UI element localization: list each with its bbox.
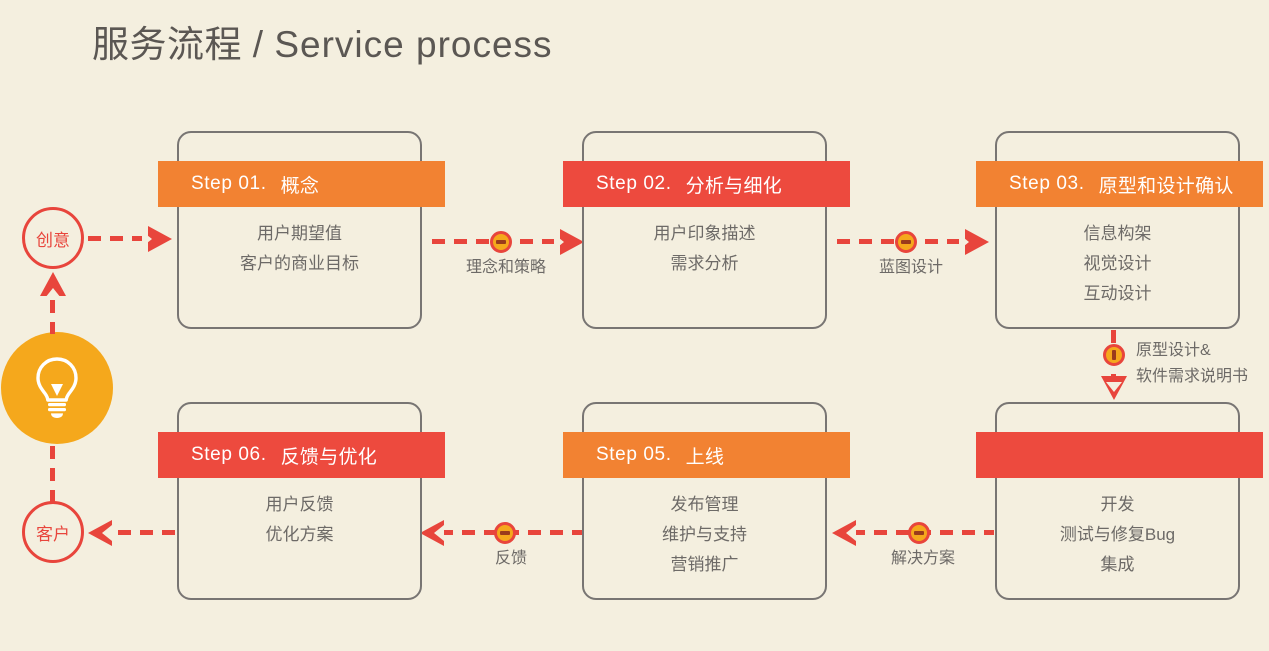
step-body-step-03: 信息构架 视觉设计 互动设计	[997, 219, 1238, 309]
step-body-line: 用户期望值	[257, 224, 342, 243]
step-body-line: 开发	[1100, 495, 1135, 514]
connector-idea-to-step01-line	[88, 236, 150, 241]
connector-step01-to-step02-arrow-notch	[554, 234, 564, 250]
step-name-step-05: 上线	[685, 446, 725, 468]
connector-client-to-bulb-line	[50, 446, 55, 502]
connector-bulb-to-idea-line	[50, 300, 55, 334]
connector-step02-to-step03-label: 蓝图设计	[878, 259, 943, 276]
node-dash-icon	[914, 531, 924, 535]
step-name-step-03: 原型和设计确认	[1098, 175, 1234, 197]
connector-step03-to-step04-label-line1: 原型设计&	[1136, 342, 1211, 359]
endpoint-idea-label: 创意	[36, 230, 70, 250]
step-body-step-04: 开发 测试与修复Bug 集成	[997, 490, 1238, 580]
step-header-step-02: Step 02. 分析与细化	[563, 161, 850, 207]
connector-idea-to-step01-arrowhead	[148, 226, 172, 252]
connector-step01-to-step02-label: 理念和策略	[465, 259, 546, 276]
connector-step03-to-step04-label: 原型设计& 软件需求说明书	[1136, 338, 1248, 390]
connector-step03-to-step04-label-line2: 软件需求说明书	[1136, 368, 1249, 385]
connector-step04-to-step05-label: 解决方案	[890, 550, 955, 567]
lightbulb-badge	[1, 332, 113, 444]
connector-step05-to-step06-label: 反馈	[494, 550, 527, 567]
step-body-step-05: 发布管理 维护与支持 营销推广	[584, 490, 825, 580]
step-body-line: 用户印象描述	[653, 224, 756, 243]
step-number-step-06: Step 06.	[191, 444, 267, 465]
connector-step06-to-client-line	[96, 530, 176, 535]
page-title-cn: 服务流程	[92, 24, 242, 65]
endpoint-idea[interactable]: 创意	[22, 207, 84, 269]
step-number-step-05: Step 05.	[596, 444, 672, 465]
step-card-step-03[interactable]: Step 03. 原型和设计确认 信息构架 视觉设计 互动设计	[976, 131, 1263, 329]
step-body-line: 视觉设计	[1083, 254, 1152, 273]
step-body-line: 营销推广	[670, 555, 739, 574]
step-card-step-05[interactable]: Step 05. 上线 发布管理 维护与支持 营销推广	[563, 402, 850, 600]
node-dash-icon	[500, 531, 510, 535]
step-body-line: 信息构架	[1083, 224, 1152, 243]
connector-step02-to-step03-arrow-notch	[959, 234, 969, 250]
node-dash-icon	[496, 240, 506, 244]
connector-step03-to-step04-arrow-notch	[1106, 382, 1122, 392]
step-header-step-03: Step 03. 原型和设计确认	[976, 161, 1263, 207]
connector-step02-to-step03-arrowhead	[965, 229, 989, 255]
step-header-step-01: Step 01. 概念	[158, 161, 445, 207]
node-dash-icon	[901, 240, 911, 244]
connector-step06-to-client-arrow-notch	[102, 525, 112, 541]
endpoint-client-label: 客户	[36, 524, 70, 544]
connector-step05-to-step06-node	[494, 522, 516, 544]
step-number-step-01: Step 01.	[191, 173, 267, 194]
step-header-step-05: Step 05. 上线	[563, 432, 850, 478]
connector-step04-to-step05-node	[908, 522, 930, 544]
step-body-line: 用户反馈	[265, 495, 334, 514]
step-card-step-06[interactable]: Step 06. 反馈与优化 用户反馈 优化方案	[158, 402, 445, 600]
connector-idea-to-step01-arrow-notch	[142, 231, 152, 247]
step-name-step-06: 反馈与优化	[280, 446, 378, 468]
step-body-line: 客户的商业目标	[240, 254, 359, 273]
connector-step05-to-step06-arrow-notch	[434, 525, 444, 541]
step-body-line: 互动设计	[1083, 284, 1152, 303]
step-name-step-02: 分析与细化	[685, 175, 783, 197]
step-body-line: 集成	[1100, 555, 1135, 574]
connector-step03-to-step04-node	[1103, 344, 1125, 366]
step-card-step-01[interactable]: Step 01. 概念 用户期望值 客户的商业目标	[158, 131, 445, 329]
step-card-step-04[interactable]: 开发 测试与修复Bug 集成	[976, 402, 1263, 600]
step-body-line: 测试与修复Bug	[1059, 525, 1176, 544]
step-header-step-04	[976, 432, 1263, 478]
connector-step02-to-step03-node	[895, 231, 917, 253]
step-body-line: 需求分析	[670, 254, 739, 273]
step-body-step-02: 用户印象描述 需求分析	[584, 219, 825, 279]
page-title-en: Service process	[274, 24, 553, 65]
connector-step01-to-step02-arrowhead	[560, 229, 584, 255]
step-body-step-01: 用户期望值 客户的商业目标	[179, 219, 420, 279]
connector-bulb-to-idea-arrow-notch	[45, 288, 61, 298]
page-title-separator: /	[242, 24, 275, 65]
step-header-step-06: Step 06. 反馈与优化	[158, 432, 445, 478]
step-body-line: 发布管理	[670, 495, 739, 514]
endpoint-client[interactable]: 客户	[22, 501, 84, 563]
connector-step04-to-step05-arrow-notch	[846, 525, 856, 541]
step-number-step-03: Step 03.	[1009, 173, 1085, 194]
step-body-line: 优化方案	[265, 525, 334, 544]
step-number-step-02: Step 02.	[596, 173, 672, 194]
page-title: 服务流程 / Service process	[92, 14, 553, 68]
step-body-step-06: 用户反馈 优化方案	[179, 490, 420, 550]
node-dash-icon	[1112, 350, 1116, 360]
connector-step01-to-step02-node	[490, 231, 512, 253]
lightbulb-icon	[30, 354, 84, 423]
step-body-line: 维护与支持	[662, 525, 747, 544]
step-name-step-01: 概念	[280, 175, 320, 197]
step-card-step-02[interactable]: Step 02. 分析与细化 用户印象描述 需求分析	[563, 131, 850, 329]
